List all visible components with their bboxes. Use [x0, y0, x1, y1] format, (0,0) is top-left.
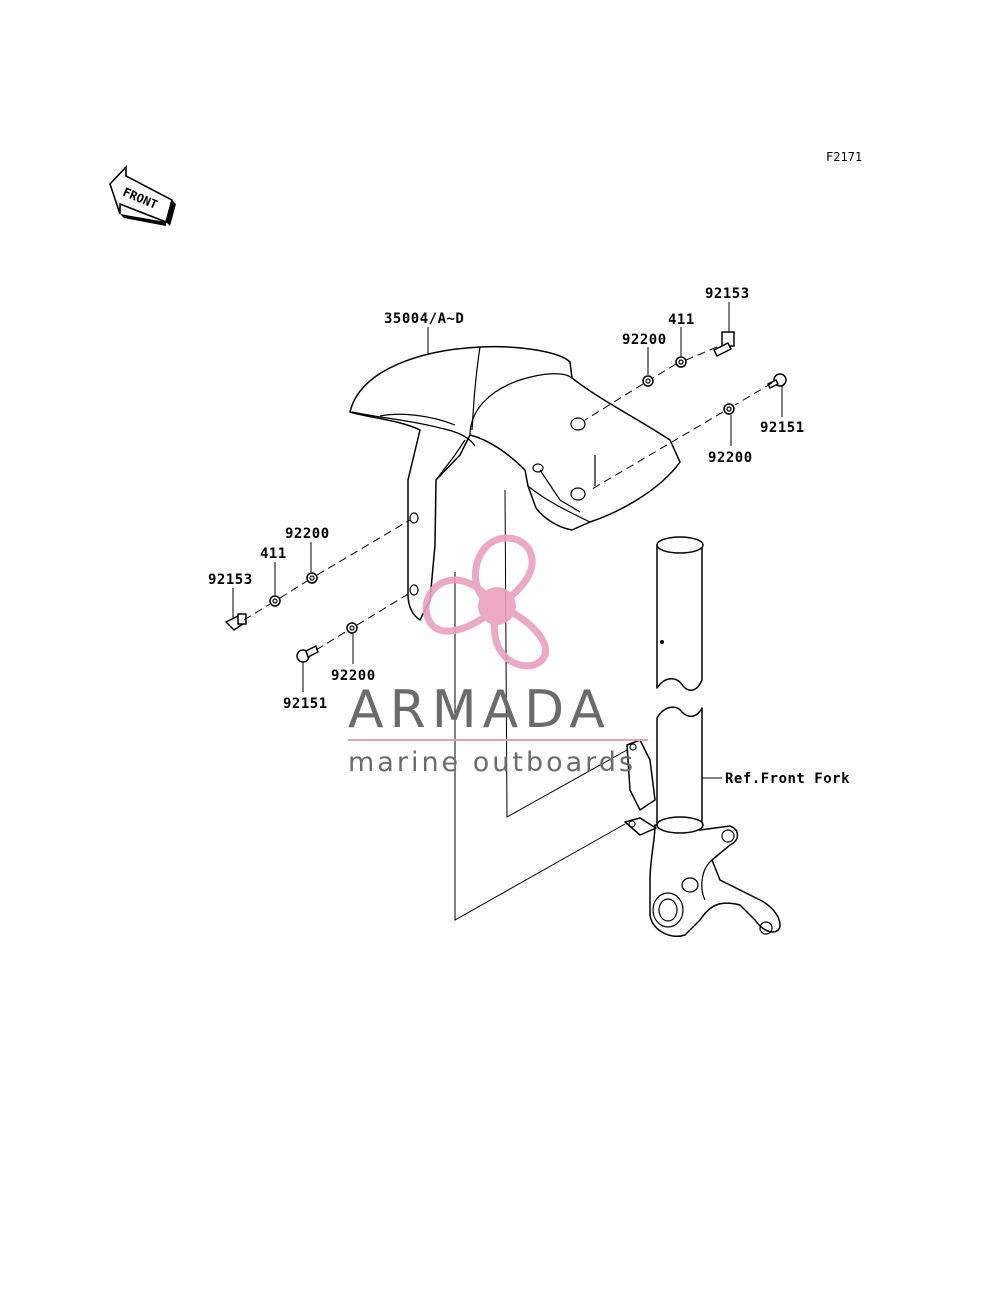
bolt-92151-right: [767, 373, 787, 389]
collar-411-right: [675, 356, 687, 368]
label-washer-upper-right: 92200: [622, 332, 667, 348]
bolt-92153-left: [225, 613, 247, 631]
washer-92200-right-b: [723, 403, 735, 415]
watermark: ARMADA marine outboards: [348, 534, 648, 778]
propeller-logo: [422, 534, 550, 670]
label-washer-left-lower: 92200: [331, 668, 376, 684]
part-labels: 35004/A~D 92153 411 92200 92151 92200 92…: [208, 286, 850, 787]
washer-92200-left-b: [346, 622, 358, 634]
label-bolt-left-upper: 92153: [208, 572, 253, 588]
front-fender: [349, 345, 681, 621]
label-collar-left: 411: [260, 546, 287, 562]
bolt-92151-left: [296, 645, 319, 663]
label-bolt-left-lower: 92151: [283, 696, 328, 712]
front-fork: [624, 536, 781, 937]
label-bolt-right: 92151: [760, 420, 805, 436]
watermark-subtitle: marine outboards: [348, 747, 636, 778]
front-arrow-icon: FRONT: [109, 164, 176, 226]
watermark-title: ARMADA: [348, 680, 611, 740]
label-washer-right: 92200: [708, 450, 753, 466]
label-collar-upper-right: 411: [668, 312, 695, 328]
figure-id: F2171: [826, 150, 862, 164]
assembly-lines: [243, 346, 773, 921]
label-fender: 35004/A~D: [384, 311, 464, 327]
label-washer-left-upper: 92200: [285, 526, 330, 542]
bolt-92153-right: [713, 331, 735, 357]
washer-92200-left-a: [306, 572, 318, 584]
washer-92200-right-a: [642, 375, 654, 387]
collar-411-left: [269, 595, 281, 607]
label-bolt-upper-right: 92153: [705, 286, 750, 302]
leader-lines: [232, 302, 783, 779]
label-fork-reference: Ref.Front Fork: [725, 771, 850, 787]
